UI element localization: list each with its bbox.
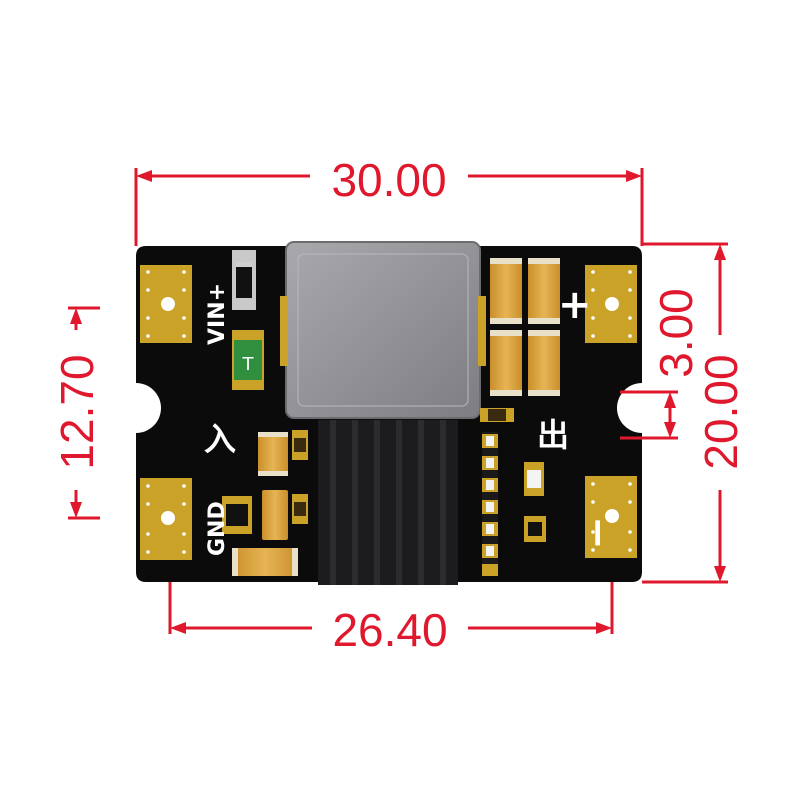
- fuse-label: T: [242, 354, 255, 375]
- fuse: T: [232, 330, 264, 390]
- dim-slot-offset: 3.00: [650, 288, 702, 378]
- heatsink: [318, 420, 458, 585]
- pad-out-plus: [585, 265, 637, 343]
- dim-width-bottom: 26.40: [332, 604, 447, 656]
- vin-label: VIN+: [205, 283, 230, 345]
- dimension-arrowheads: [70, 170, 726, 634]
- pad-out-minus: [585, 476, 637, 558]
- dimension-lines: [68, 168, 728, 634]
- dim-height-left: 12.70: [51, 354, 103, 469]
- mounting-pads: [140, 265, 637, 560]
- minus-sign: −: [575, 516, 621, 550]
- led-indicator: [524, 462, 546, 542]
- plus-sign: +: [558, 282, 592, 328]
- gnd-label: GND: [205, 501, 230, 556]
- pad-gnd: [140, 478, 192, 560]
- input-char: 入: [204, 420, 236, 458]
- dim-height-right: 20.00: [695, 354, 747, 469]
- controller-ic: [222, 496, 252, 534]
- bottom-capacitor: [232, 548, 298, 576]
- input-capacitor: [258, 432, 288, 476]
- output-char: 出: [537, 416, 569, 454]
- silkscreen-labels: VIN+ GND 入 出 + −: [204, 282, 621, 556]
- dimension-labels: 30.00 26.40 20.00 12.70 3.00: [51, 154, 747, 656]
- small-passives-output: [480, 408, 514, 576]
- inductor: [280, 241, 486, 419]
- diode: [232, 250, 256, 310]
- pad-vin: [140, 265, 192, 343]
- output-capacitors: [490, 258, 560, 396]
- small-passives-input: [262, 430, 308, 540]
- dim-width-top: 30.00: [331, 154, 446, 206]
